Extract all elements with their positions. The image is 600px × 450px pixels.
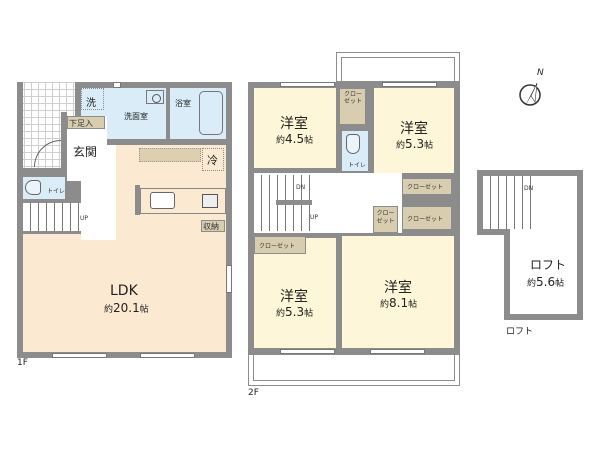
loft-name: ロフト	[530, 258, 567, 272]
window-ldk-south-2	[140, 353, 195, 358]
size-value: 5.3	[405, 137, 425, 151]
stairs-2f-dn-label: DN	[296, 184, 306, 191]
western-se-size: 約8.1帖	[380, 296, 417, 310]
ldk-size-prefix: 約	[104, 305, 114, 315]
closet-small-label: クローゼット	[375, 210, 396, 226]
western-sw-name: 洋室	[280, 289, 308, 305]
stairs-2f-up-label: UP	[310, 214, 319, 221]
compass-north-label: N	[537, 68, 544, 78]
washroom-label: 洗面室	[124, 112, 148, 121]
closet-vertical[interactable]	[339, 88, 366, 125]
compass: N	[517, 68, 547, 110]
fridge-label: 冷	[207, 154, 218, 167]
size-prefix: 約	[276, 309, 286, 319]
window-ne	[382, 82, 437, 87]
stairs-2f-divider	[276, 200, 312, 205]
floor-loft: DN ロフト 約5.6帖 ロフト	[470, 160, 600, 340]
western-nw-size: 約4.5帖	[276, 132, 313, 146]
stairs-2f[interactable]	[254, 175, 310, 231]
porch-wall	[17, 82, 23, 187]
room-western-se	[342, 236, 454, 348]
closet-vertical-text: クローゼット	[343, 91, 362, 105]
fridge-space	[202, 148, 224, 171]
floor-1f: 洗 洗面室 浴室 下足入 玄関 トイレ UP 冷 収納 LDK 約20.1帖 1…	[0, 0, 240, 380]
toilet-2f-fixture	[346, 134, 360, 154]
closet-small-text: クローゼット	[376, 210, 395, 225]
ldk-name: LDK	[110, 283, 138, 299]
toilet-1f-label: トイレ	[47, 188, 66, 195]
loft-size: 約5.6帖	[527, 275, 564, 289]
window-ldk-east	[226, 265, 232, 293]
kitchen-island-wall	[135, 185, 140, 215]
western-ne-name: 洋室	[400, 121, 428, 137]
size-unit: 帖	[408, 300, 418, 310]
western-nw-name: 洋室	[280, 116, 308, 132]
window-ldk-south-1	[52, 353, 107, 358]
room-western-ne	[374, 88, 454, 173]
size-unit: 帖	[304, 136, 314, 146]
floor-label-1f: 1F	[17, 358, 28, 368]
stairs-1f-up-label: UP	[80, 215, 89, 222]
closet-sw[interactable]	[254, 236, 306, 254]
shoe-storage[interactable]	[67, 116, 105, 129]
closet-ne[interactable]	[402, 178, 452, 195]
room-western-sw	[254, 238, 336, 348]
toilet-2f-label: トイレ	[348, 162, 367, 169]
bathtub	[199, 91, 223, 135]
balcony-north-inner	[341, 57, 455, 82]
room-bathroom	[170, 88, 226, 139]
closet-se[interactable]	[402, 206, 452, 230]
entrance-wall	[61, 112, 67, 172]
size-unit: 帖	[304, 309, 314, 319]
stairs-loft[interactable]	[483, 176, 533, 229]
window-se	[370, 349, 425, 354]
closet-sw-label: クローゼット	[259, 243, 296, 250]
floor-label-loft: ロフト	[506, 327, 534, 337]
storage-cabinet[interactable]	[201, 220, 225, 232]
bathroom-label: 浴室	[175, 99, 191, 108]
closet-se-label: クローゼット	[407, 216, 444, 223]
size-value: 8.1	[389, 296, 409, 310]
window-nw	[280, 82, 335, 87]
laundry-area	[81, 88, 104, 110]
shoe-storage-label: 下足入	[69, 119, 93, 128]
size-value: 5.3	[285, 305, 305, 319]
laundry-label: 洗	[86, 98, 96, 109]
storage-label: 収納	[203, 222, 219, 231]
ldk-size-unit: 帖	[139, 305, 149, 315]
stairs-loft-dn-label: DN	[524, 185, 534, 192]
kitchen-upper-counter	[139, 148, 201, 162]
size-prefix: 約	[276, 136, 286, 146]
size-value: 5.6	[536, 275, 556, 289]
window-sw	[280, 349, 335, 354]
floor-label-2f: 2F	[248, 388, 259, 398]
window-washroom	[113, 82, 121, 88]
size-prefix: 約	[380, 300, 390, 310]
closet-ne-label: クローゼット	[407, 184, 444, 191]
stairs-1f[interactable]	[23, 203, 81, 231]
kitchen-counter	[140, 188, 226, 214]
size-unit: 帖	[424, 141, 434, 151]
room-western-nw	[254, 88, 336, 168]
size-prefix: 約	[527, 279, 537, 289]
ldk-size: 約20.1帖	[104, 301, 149, 315]
toilet-fixture	[25, 180, 41, 195]
stove	[202, 194, 218, 208]
size-prefix: 約	[396, 141, 406, 151]
room-ldk	[23, 234, 226, 352]
size-unit: 帖	[555, 279, 565, 289]
western-sw-size: 約5.3帖	[276, 305, 313, 319]
western-se-name: 洋室	[384, 280, 412, 296]
ldk-size-value: 20.1	[113, 301, 140, 315]
western-ne-size: 約5.3帖	[396, 137, 433, 151]
sink-basin	[150, 192, 175, 209]
sink-icon	[146, 90, 164, 104]
compass-icon	[519, 82, 541, 106]
closet-small[interactable]	[373, 206, 398, 233]
closet-vertical-label: クローゼット	[342, 91, 364, 105]
entrance-label: 玄関	[73, 145, 98, 159]
floor-2f: クローゼット トイレ クローゼット クローゼット クローゼット クローゼット D…	[240, 0, 470, 400]
size-value: 4.5	[285, 132, 305, 146]
balcony-south-inner	[253, 354, 455, 381]
